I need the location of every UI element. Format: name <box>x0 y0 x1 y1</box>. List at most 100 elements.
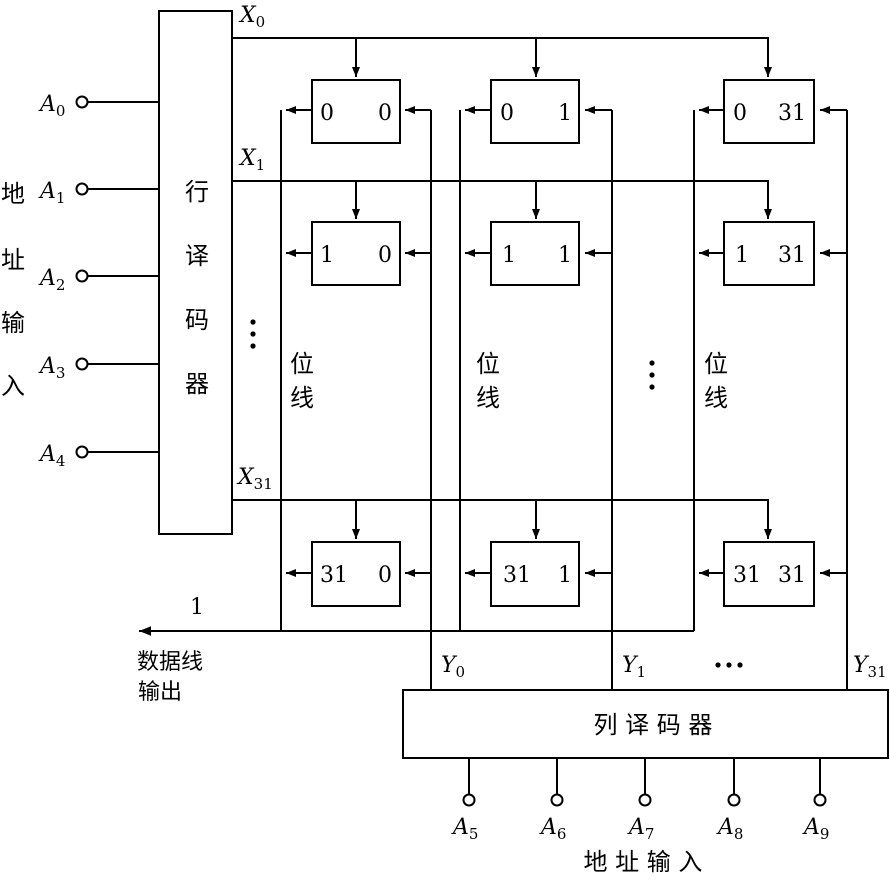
column-decoder-label: 列 译 码 器 <box>594 711 713 739</box>
col-sub: 1 <box>637 663 647 681</box>
column-ellipsis-icon <box>649 360 655 390</box>
svg-text:31: 31 <box>778 243 806 268</box>
input-terminal-icon <box>75 95 89 109</box>
svg-text:X1: X1 <box>238 146 265 174</box>
svg-text:1: 1 <box>502 243 516 268</box>
col-var: Y <box>853 653 870 678</box>
row-select-labels: X0 X1 X31 <box>236 3 273 493</box>
bitline-label: 位 <box>290 350 314 378</box>
svg-text:31: 31 <box>733 563 761 588</box>
svg-text:1: 1 <box>735 243 749 268</box>
svg-text:A1: A1 <box>38 179 65 207</box>
left-address-char: 输 <box>1 309 25 337</box>
svg-text:1: 1 <box>558 101 572 126</box>
bitline-label: 线 <box>476 384 500 412</box>
svg-text:A5: A5 <box>451 815 478 843</box>
left-address-label: 地 址 输 入 <box>1 180 25 400</box>
input-terminal-icon <box>75 445 89 459</box>
row-decoder-char: 器 <box>185 370 209 398</box>
row-address-inputs: A0 A1 A2 A3 A4 <box>38 92 159 470</box>
bit-lines <box>139 106 724 636</box>
svg-text:0: 0 <box>320 101 334 126</box>
memory-cell: 31 0 <box>312 542 400 606</box>
svg-text:Y31: Y31 <box>853 653 887 681</box>
svg-text:X31: X31 <box>236 465 273 493</box>
svg-text:0: 0 <box>378 243 392 268</box>
input-terminal-icon <box>75 269 89 283</box>
input-sub: 1 <box>56 189 66 207</box>
col-sub: 0 <box>456 663 466 681</box>
input-var: A <box>38 354 56 379</box>
row-decoder-box <box>159 11 232 534</box>
svg-text:X0: X0 <box>238 3 265 31</box>
input-terminal-icon <box>75 357 89 371</box>
svg-text:输出: 输出 <box>138 680 182 705</box>
memory-cell: 1 31 <box>724 222 814 285</box>
svg-text:0: 0 <box>378 563 392 588</box>
column-select-labels: Y0 Y1 Y31 <box>441 653 887 681</box>
svg-text:31: 31 <box>778 101 806 126</box>
row-decoder-char: 行 <box>185 178 209 206</box>
bitline-labels: 位 线 位 线 位 线 <box>290 350 728 412</box>
memory-cell: 31 31 <box>724 542 814 606</box>
svg-text:0: 0 <box>500 101 514 126</box>
col-sub: 31 <box>868 663 887 681</box>
svg-text:0: 0 <box>378 101 392 126</box>
memory-cell: 1 0 <box>312 222 400 285</box>
svg-text:0: 0 <box>733 101 747 126</box>
svg-text:A8: A8 <box>716 815 743 843</box>
input-var: A <box>38 179 56 204</box>
data-output-label: 数据线 输出 <box>137 650 203 705</box>
svg-text:A6: A6 <box>539 815 566 843</box>
svg-text:A0: A0 <box>38 92 65 120</box>
address-input-a2: A2 <box>38 266 159 294</box>
input-terminal-icon <box>550 793 564 807</box>
input-sub: 3 <box>56 364 66 382</box>
svg-text:Y0: Y0 <box>441 653 465 681</box>
input-sub: 0 <box>56 102 66 120</box>
row-sub: 31 <box>254 475 273 493</box>
memory-cell: 0 0 <box>312 80 400 143</box>
address-input-a3: A3 <box>38 354 159 382</box>
row-line-x1 <box>232 181 772 219</box>
input-terminal-icon <box>462 793 476 807</box>
row-select-lines <box>232 38 772 539</box>
memory-cell: 1 1 <box>491 222 579 285</box>
svg-text:A4: A4 <box>38 442 65 470</box>
input-terminal-icon <box>638 793 652 807</box>
row-var: X <box>238 146 257 171</box>
column-select-lines <box>405 106 847 690</box>
memory-cell: 31 1 <box>491 542 579 606</box>
input-terminal-icon <box>75 182 89 196</box>
svg-text:1: 1 <box>320 243 334 268</box>
svg-text:Y1: Y1 <box>622 653 646 681</box>
column-ellipsis-icon <box>715 662 743 668</box>
bitline-label: 位 <box>476 350 500 378</box>
memory-cell: 0 31 <box>724 80 814 143</box>
input-var: A <box>38 442 56 467</box>
bitline-label: 位 <box>704 350 728 378</box>
bitline-label: 线 <box>290 384 314 412</box>
svg-text:1: 1 <box>558 563 572 588</box>
svg-text:A2: A2 <box>38 266 65 294</box>
row-decoder-char: 码 <box>185 306 209 334</box>
row-line-x31 <box>232 500 772 539</box>
row-ellipsis-icon <box>250 319 256 349</box>
address-input-a4: A4 <box>38 442 159 470</box>
row-sub: 0 <box>256 13 266 31</box>
memory-cell: 0 1 <box>491 80 579 143</box>
address-input-a0: A0 <box>38 92 159 120</box>
address-input-a1: A1 <box>38 179 159 207</box>
data-line-number: 1 <box>190 595 204 620</box>
row-var: X <box>236 465 255 490</box>
left-address-char: 址 <box>1 246 25 274</box>
column-address-labels: A5 A6 A7 A8 A9 <box>451 815 829 843</box>
row-var: X <box>238 3 257 28</box>
input-var: A <box>38 92 56 117</box>
bitline-label: 线 <box>704 384 728 412</box>
svg-text:31: 31 <box>503 563 531 588</box>
input-sub: 4 <box>56 452 66 470</box>
left-address-char: 地 <box>1 180 25 208</box>
